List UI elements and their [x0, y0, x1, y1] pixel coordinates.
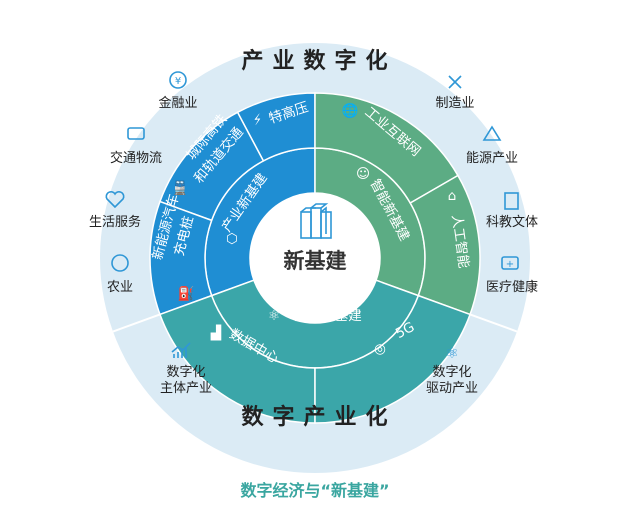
outer-divider: [469, 313, 518, 333]
recycle-icon: [482, 125, 502, 141]
sector-education: 科教文体: [486, 214, 538, 230]
robot-icon: ⌂: [448, 188, 457, 204]
ai-segment: [409, 174, 481, 316]
bottom-left-line1: 数字化: [166, 365, 205, 380]
chip-icon: ⬡: [226, 231, 238, 247]
sector-life: 生活服务: [89, 214, 141, 230]
iiot-segment: [314, 92, 459, 205]
medkit-icon: [501, 256, 519, 270]
sector-agriculture: 农业: [107, 280, 133, 295]
lightning-icon: ⚡: [251, 111, 265, 129]
signal-icon: ◎: [374, 341, 386, 357]
bar-chart-icon: ▟: [210, 324, 222, 341]
sector-health: 医疗健康: [486, 279, 538, 295]
growth-chart-icon: [171, 342, 191, 358]
5g-label: 5G: [393, 319, 417, 342]
sector-energy: 能源产业: [466, 151, 518, 166]
ai-label: 人工智能: [448, 214, 471, 270]
yen-icon: [169, 71, 187, 89]
top-title: 产业数字化: [241, 48, 396, 74]
atom-icon: ⚛: [268, 308, 280, 324]
globe-icon: 🌐: [342, 102, 359, 119]
leaf-icon: [111, 254, 129, 272]
right-sector-list: 制造业 能源产业 科教文体 + 医疗健康: [435, 75, 538, 295]
5g-segment: [314, 294, 472, 424]
left-sector-list: ¥ 金融业 交通物流 生活服务 农业: [89, 71, 198, 295]
charger-icon: ⛽: [178, 285, 195, 302]
heart-hand-icon: [105, 190, 125, 209]
caption: 数字经济与“新基建”: [240, 481, 389, 500]
train-icon: 🚆: [172, 179, 189, 196]
sector-manufacturing: 制造业: [435, 96, 474, 111]
building-cubes-icon: [300, 203, 332, 239]
center-label: 新基建: [284, 249, 347, 273]
bottom-left-line2: 主体产业: [160, 381, 212, 396]
bus-icon: [127, 127, 145, 140]
yen-glyph: ¥: [175, 76, 181, 87]
brain-icon: ☺: [356, 166, 370, 182]
digital-infra-label: 数字新基建: [294, 307, 362, 324]
outer-divider: [112, 313, 161, 333]
sector-transport: 交通物流: [110, 150, 162, 166]
bottom-title: 数字产业化: [241, 404, 396, 430]
center-circle: [250, 193, 380, 323]
cross-glyph: +: [506, 259, 514, 270]
document-icon: [504, 192, 519, 210]
bottom-right-line1: 数字化: [432, 365, 471, 380]
atom-outline-icon: ⚛: [445, 344, 458, 362]
sector-finance: 金融业: [158, 95, 197, 111]
tools-icon: [448, 75, 462, 89]
bottom-right-line2: 驱动产业: [426, 381, 478, 396]
